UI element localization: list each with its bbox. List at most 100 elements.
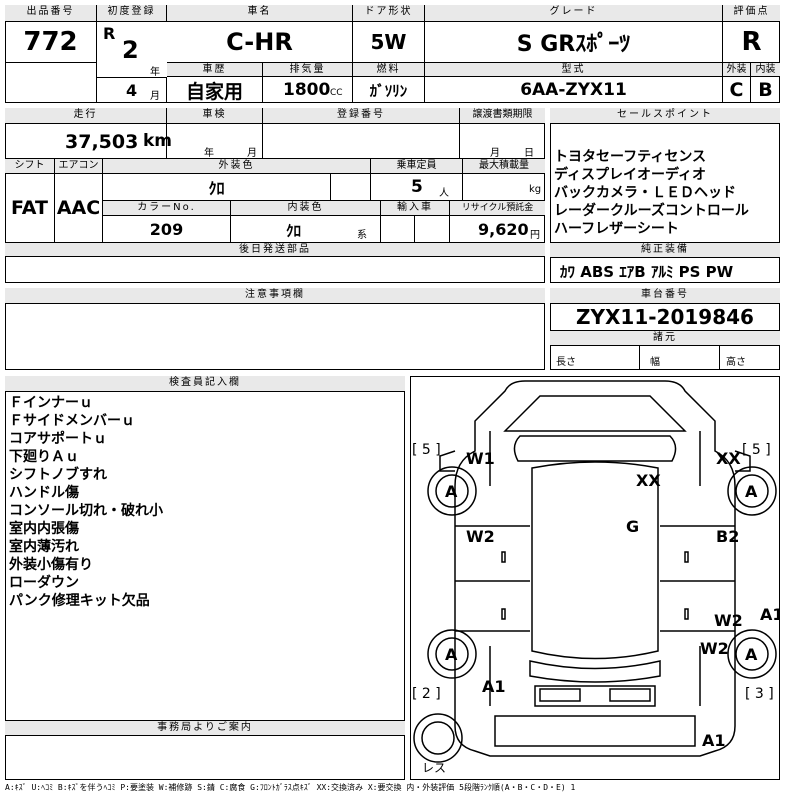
ext-grade: C [723, 77, 751, 103]
history-label: 車歴 [167, 63, 263, 77]
month-value: 4 [126, 81, 138, 100]
sales-list: トヨタセーフティセンス ディスプレイオーディオ バックカメラ・ＬＥＤヘッド レー… [554, 148, 778, 238]
mark-w2-rear: W2 [714, 611, 743, 630]
shift: FAT [5, 174, 55, 242]
mileage-unit: km [143, 131, 173, 151]
int-color: ｸﾛ [286, 222, 302, 240]
mark-a1-left: A1 [482, 677, 506, 696]
reg-cell [263, 124, 460, 158]
door-label: ドア形状 [353, 5, 425, 22]
rear-window [529, 660, 661, 683]
bracket-2: [ 2 ] [412, 686, 441, 702]
ext-label: 外装 [723, 63, 751, 77]
color-no: 209 [103, 216, 231, 242]
model: 6AA-ZYX11 [425, 77, 723, 103]
seats-cell: 5 人 [371, 174, 463, 200]
int-color-unit: 系 [357, 230, 367, 241]
inspector-item: 室内薄汚れ [9, 539, 79, 555]
import-cell [381, 216, 450, 242]
mark-g: G [626, 517, 639, 536]
grade-label: グレード [425, 5, 723, 22]
recycle-cell: 9,620 円 [450, 216, 545, 242]
mark-b2: B2 [716, 527, 739, 546]
sales-item: レーダークルーズコントロール [554, 203, 749, 219]
spec-height: 高さ [726, 357, 746, 368]
name-label: 車名 [167, 5, 353, 22]
spec-width: 幅 [640, 346, 720, 370]
legend-footer: A:ｷｽﾞ U:ﾍｺﾐ B:ｷｽﾞを伴うﾍｺﾐ P:要塗装 W:補修跡 S:錆 … [5, 783, 576, 792]
line-242 [5, 242, 545, 243]
reg-label: 登録番号 [263, 108, 460, 124]
later-parts-label: 後日発送部品 [5, 243, 545, 257]
year-value: 2 [122, 36, 139, 64]
inspector-item: シフトノブすれ [9, 467, 107, 483]
bracket-5-right: [ 5 ] [742, 442, 771, 458]
diagram-box [410, 376, 780, 780]
mileage: 37,503 [65, 131, 139, 153]
hdr-row2-line [167, 62, 780, 63]
inspector-item: コンソール切れ・破れ小 [9, 503, 163, 519]
seats: 5 [411, 177, 423, 197]
wheel-fr-a: A [745, 482, 758, 501]
inspector-item: 室内内張傷 [9, 521, 79, 537]
wheel-rr [727, 629, 777, 679]
wheel-rl-a: A [445, 645, 458, 664]
mark-a1-right: A1 [760, 605, 780, 624]
wheel-fr [727, 466, 777, 516]
notes-label: 注意事項欄 [5, 288, 545, 304]
equip-label: 純正装備 [550, 242, 780, 258]
inspection-label: 車検 [167, 108, 263, 124]
mileage-cell: 37,503 km [5, 124, 172, 158]
ext-color: ｸﾛ [103, 174, 331, 200]
recycle: 9,620 [478, 220, 529, 239]
import-divider [414, 216, 415, 242]
disp-unit: CC [330, 88, 343, 98]
model-label: 型式 [425, 63, 723, 77]
mark-xx-front: XX [716, 449, 741, 468]
mark-a1-bottom: A1 [702, 731, 726, 750]
inspector-item: 外装小傷有り [9, 557, 93, 573]
mark-w1: W1 [466, 449, 495, 468]
inspection-cell: 年 月 [167, 124, 263, 159]
bracket-3: [ 3 ] [745, 686, 774, 702]
displacement-cell: 1800 CC [263, 77, 353, 103]
car-name: C-HR [167, 22, 353, 62]
line-200 [103, 200, 545, 201]
ext-color-blank [331, 174, 371, 200]
chassis-number: ZYX11-2019846 [576, 305, 754, 329]
seats-unit: 人 [439, 188, 449, 199]
transfer-cell: 月 日 [460, 124, 545, 159]
transfer-label: 譲渡書類期限 [460, 108, 545, 124]
era: R [103, 24, 116, 43]
rear-light-left [539, 688, 581, 702]
spec-length: 長さ [550, 346, 640, 370]
history: 自家用 [167, 77, 263, 103]
lot-blank [5, 62, 97, 103]
trunk [534, 685, 656, 707]
year-unit: 年 [150, 67, 160, 78]
wheel-fl [427, 466, 477, 516]
maxload-label: 最大積載量 [463, 159, 545, 174]
body-outline [454, 380, 736, 757]
first-reg-sep [97, 77, 167, 103]
fuel-label: 燃料 [353, 63, 425, 77]
wheel-fl-a: A [445, 482, 458, 501]
spare-res: レス [422, 761, 446, 775]
insp-month-unit: 月 [247, 148, 257, 159]
score-label: 評価点 [723, 5, 780, 22]
hood [503, 395, 687, 432]
inspector-label: 検査員記入欄 [5, 376, 405, 392]
bracket-5-left: [ 5 ] [412, 442, 441, 458]
shift-label: シフト [5, 159, 55, 174]
sales-item: ハーフレザーシート [554, 221, 679, 237]
transfer-month: 月 [490, 148, 500, 159]
mark-xx-roof: XX [636, 471, 661, 490]
sales-item: バックカメラ・ＬＥＤヘッド [554, 185, 736, 201]
int-color-cell: ｸﾛ 系 [231, 216, 381, 242]
spec-label: 諸元 [550, 330, 780, 346]
recycle-label: リサイクル預託金 [450, 201, 545, 216]
ext-color-label: 外装色 [103, 159, 371, 174]
import-label: 輸入車 [381, 201, 450, 216]
month-unit: 月 [150, 91, 160, 102]
inspector-list: Ｆインナーｕ Ｆサイドメンバーｕ コアサポートｕ 下廻りＡｕ シフトノブすれ ハ… [9, 394, 399, 610]
